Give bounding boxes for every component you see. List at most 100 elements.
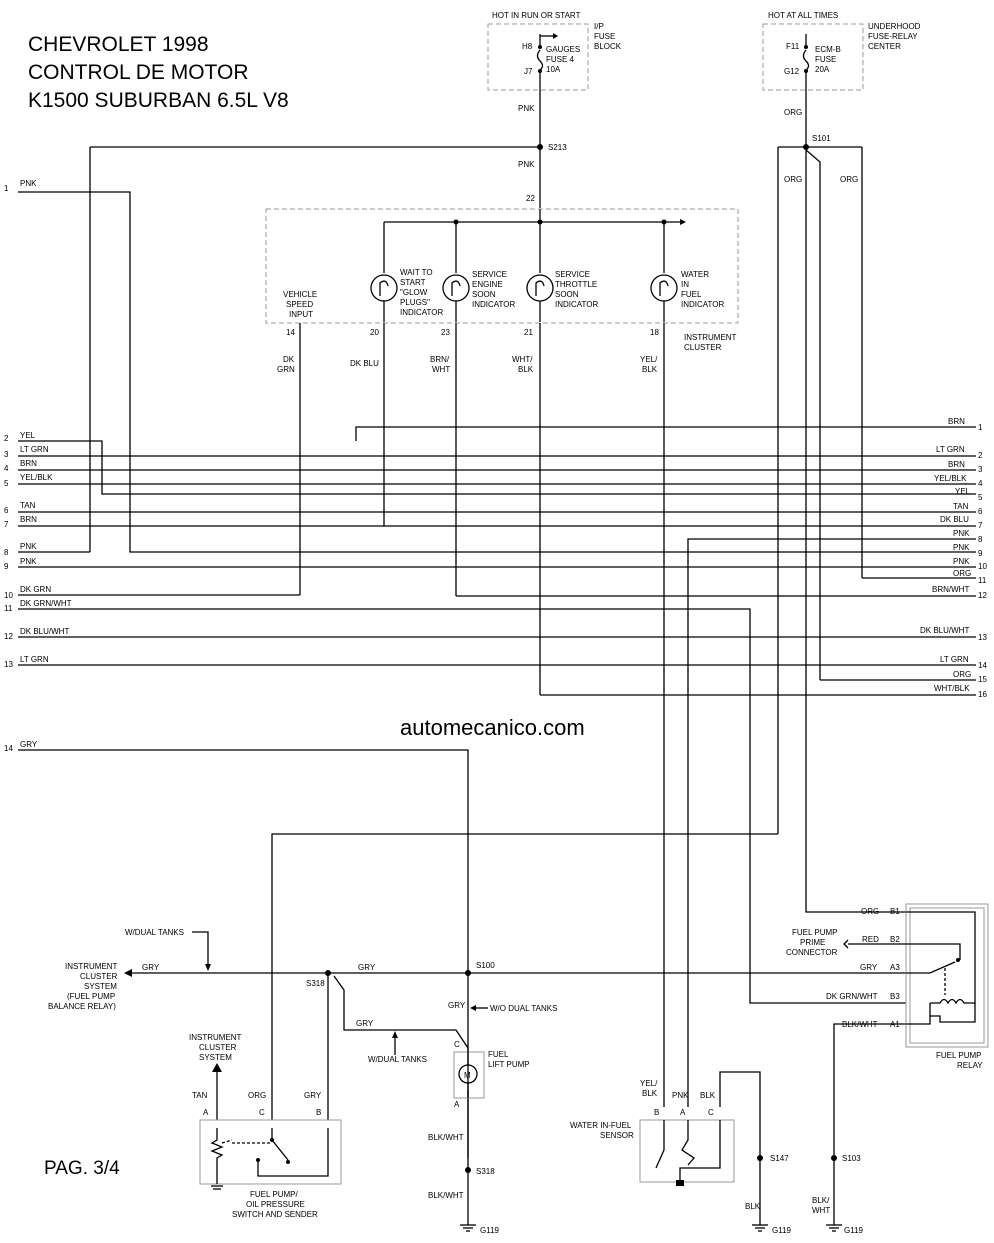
svg-text:A1: A1	[890, 1020, 900, 1029]
ground-icon	[211, 1185, 223, 1190]
svg-text:INSTRUMENT: INSTRUMENT	[684, 333, 737, 342]
svg-text:5: 5	[978, 493, 983, 502]
svg-text:TAN: TAN	[192, 1091, 208, 1100]
svg-text:20A: 20A	[815, 65, 830, 74]
svg-text:J7: J7	[524, 67, 533, 76]
svg-text:DK BLU: DK BLU	[350, 359, 379, 368]
svg-text:(FUEL PUMP: (FUEL PUMP	[67, 992, 115, 1001]
svg-text:BALANCE RELAY): BALANCE RELAY)	[48, 1002, 116, 1011]
svg-text:18: 18	[650, 328, 659, 337]
svg-text:C: C	[708, 1108, 714, 1117]
svg-text:11: 11	[4, 604, 13, 613]
ground-icon	[752, 1224, 768, 1232]
svg-text:WHT: WHT	[812, 1206, 830, 1215]
ip-fuse-block: HOT IN RUN OR START I/P FUSE BLOCK H8 J7…	[487, 11, 622, 146]
svg-text:DK GRN: DK GRN	[20, 585, 51, 594]
svg-text:3: 3	[4, 450, 9, 459]
svg-text:C: C	[259, 1108, 265, 1117]
svg-text:RED: RED	[862, 935, 879, 944]
svg-text:BRN/: BRN/	[430, 355, 450, 364]
instrument-cluster: 22 VEHICLE SPEED INP	[265, 194, 739, 352]
svg-text:16: 16	[978, 690, 987, 699]
svg-text:CENTER: CENTER	[868, 42, 901, 51]
svg-text:ORG: ORG	[953, 569, 971, 578]
svg-text:CLUSTER: CLUSTER	[80, 972, 118, 981]
svg-text:DK BLU/WHT: DK BLU/WHT	[20, 627, 69, 636]
svg-text:2: 2	[978, 451, 983, 460]
svg-text:INDICATOR: INDICATOR	[681, 300, 724, 309]
svg-text:INSTRUMENT: INSTRUMENT	[189, 1033, 242, 1042]
svg-text:YEL/BLK: YEL/BLK	[934, 474, 967, 483]
svg-text:S101: S101	[812, 134, 831, 143]
svg-text:GRY: GRY	[142, 963, 160, 972]
splice-s103	[831, 1155, 837, 1161]
svg-text:21: 21	[524, 328, 533, 337]
svg-text:BLK: BLK	[700, 1091, 716, 1100]
fuel-lift-pump	[453, 1051, 485, 1099]
svg-text:ENGINE: ENGINE	[472, 280, 503, 289]
svg-text:ORG: ORG	[861, 907, 879, 916]
svg-text:FUSE: FUSE	[594, 32, 615, 41]
svg-text:BLK/: BLK/	[812, 1196, 830, 1205]
svg-text:ORG: ORG	[248, 1091, 266, 1100]
svg-text:1: 1	[978, 423, 983, 432]
svg-text:WHT: WHT	[432, 365, 450, 374]
svg-text:4: 4	[978, 479, 983, 488]
svg-text:LT GRN: LT GRN	[936, 445, 965, 454]
title-model: K1500 SUBURBAN 6.5L V8	[28, 89, 289, 112]
svg-text:DK BLU/WHT: DK BLU/WHT	[920, 626, 969, 635]
svg-text:GRY: GRY	[860, 963, 878, 972]
svg-text:13: 13	[4, 660, 13, 669]
svg-text:BLK: BLK	[518, 365, 534, 374]
ground-icon	[826, 1224, 842, 1232]
svg-text:DK: DK	[283, 355, 295, 364]
svg-text:DK GRN/WHT: DK GRN/WHT	[826, 992, 878, 1001]
svg-text:G119: G119	[844, 1226, 864, 1235]
svg-text:FUEL: FUEL	[488, 1050, 509, 1059]
svg-text:LT GRN: LT GRN	[940, 655, 969, 664]
title-make: CHEVROLET 1998	[28, 33, 209, 56]
svg-text:WHT/: WHT/	[512, 355, 533, 364]
svg-text:14: 14	[978, 661, 987, 670]
svg-text:4: 4	[4, 464, 9, 473]
svg-text:SWITCH AND SENDER: SWITCH AND SENDER	[232, 1210, 318, 1219]
svg-text:CLUSTER: CLUSTER	[199, 1043, 237, 1052]
svg-text:BLK/WHT: BLK/WHT	[428, 1191, 464, 1200]
svg-text:BLK/WHT: BLK/WHT	[428, 1133, 464, 1142]
svg-text:"GLOW: "GLOW	[400, 288, 428, 297]
ecm-fuse-block: HOT AT ALL TIMES UNDERHOOD FUSE-RELAY CE…	[762, 11, 921, 146]
svg-text:PNK: PNK	[672, 1091, 689, 1100]
svg-text:20: 20	[370, 328, 379, 337]
splice-s147	[757, 1155, 763, 1161]
svg-text:GRY: GRY	[304, 1091, 322, 1100]
svg-text:INDICATOR: INDICATOR	[400, 308, 443, 317]
svg-text:BLK: BLK	[745, 1202, 761, 1211]
svg-text:LT GRN: LT GRN	[20, 445, 49, 454]
svg-text:IN: IN	[681, 280, 689, 289]
water-in-fuel-sensor	[639, 1119, 735, 1183]
svg-text:12: 12	[978, 591, 987, 600]
svg-text:ECM-B: ECM-B	[815, 45, 841, 54]
svg-text:DK GRN/WHT: DK GRN/WHT	[20, 599, 72, 608]
svg-text:S213: S213	[548, 143, 567, 152]
svg-text:7: 7	[978, 521, 983, 530]
svg-text:10A: 10A	[546, 65, 561, 74]
svg-text:W/O DUAL TANKS: W/O DUAL TANKS	[490, 1004, 557, 1013]
svg-text:INDICATOR: INDICATOR	[472, 300, 515, 309]
svg-text:A3: A3	[890, 963, 900, 972]
svg-text:B: B	[316, 1108, 321, 1117]
svg-text:22: 22	[526, 194, 535, 203]
svg-text:WAIT TO: WAIT TO	[400, 268, 433, 277]
svg-text:BRN/WHT: BRN/WHT	[932, 585, 969, 594]
svg-text:PNK: PNK	[20, 179, 37, 188]
svg-text:FUSE: FUSE	[815, 55, 836, 64]
svg-text:W/DUAL TANKS: W/DUAL TANKS	[125, 928, 184, 937]
svg-text:6: 6	[978, 507, 983, 516]
svg-text:15: 15	[978, 675, 987, 684]
svg-text:PRIME: PRIME	[800, 938, 825, 947]
svg-text:WATER IN-FUEL: WATER IN-FUEL	[570, 1121, 632, 1130]
svg-text:F11: F11	[786, 42, 800, 51]
svg-text:A: A	[203, 1108, 209, 1117]
svg-text:12: 12	[4, 632, 13, 641]
